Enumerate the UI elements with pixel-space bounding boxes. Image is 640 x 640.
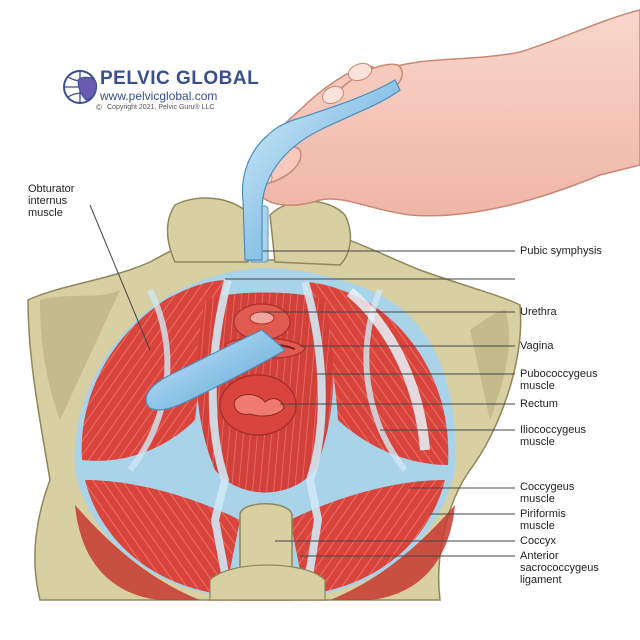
label-iliococcygeus: Iliococcygeus muscle [520, 424, 587, 448]
label-coccygeus: Coccygeus muscle [520, 481, 575, 505]
piriformis-muscle-right [330, 505, 455, 600]
label-pubococcygeus: Pubococcygeus muscle [520, 368, 598, 392]
label-vagina: Vagina [520, 340, 554, 352]
label-anterior-sacrococcygeus: Anterior sacrococcygeus ligament [520, 550, 599, 586]
pelvic-wand-tool [145, 79, 401, 411]
label-pubic-symphysis: Pubic symphysis [520, 245, 602, 257]
coccygeus-muscle-right [290, 480, 445, 595]
label-rectum: Rectum [520, 398, 558, 410]
copyright-text: Copyright 2021, Pelvic Guru® LLC [107, 104, 215, 111]
copyright-icon: © [96, 103, 102, 112]
coccygeus-muscle-left [85, 480, 240, 595]
label-coccyx: Coccyx [520, 535, 557, 547]
piriformis-muscle-left [75, 505, 200, 600]
brand-name: PELVIC GLOBAL [100, 68, 260, 89]
brand-url: www.pelvicglobal.com [100, 89, 218, 103]
obturator-internus-muscle [81, 280, 228, 461]
pelvic-global-logo-icon [63, 70, 97, 104]
rectum [219, 374, 297, 436]
leader-lines [89, 204, 515, 557]
hand [251, 9, 640, 217]
label-urethra: Urethra [520, 306, 557, 318]
label-piriformis: Piriformis muscle [520, 508, 566, 532]
label-obturator-internus: Obturator internus muscle [28, 183, 75, 219]
